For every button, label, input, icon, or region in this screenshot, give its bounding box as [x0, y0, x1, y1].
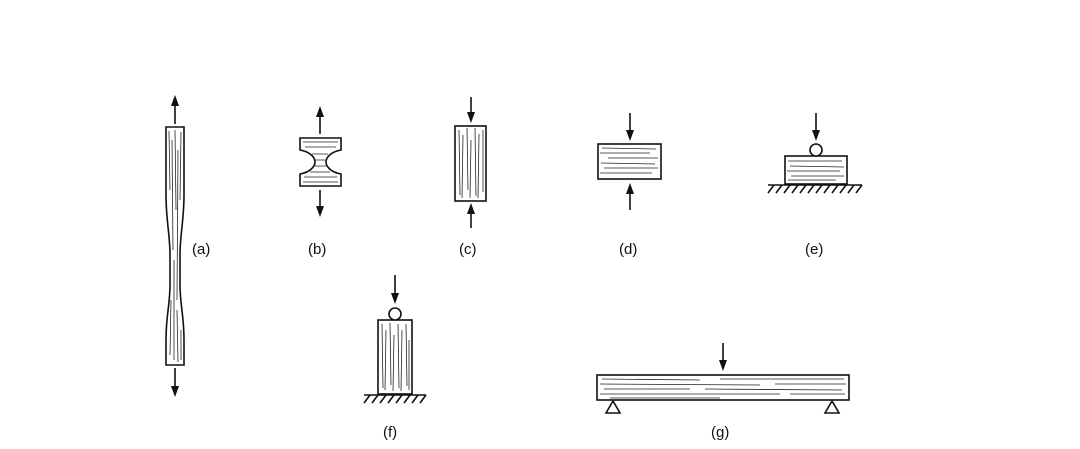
down-arrow-f	[391, 275, 399, 304]
load-roller-e	[809, 143, 823, 157]
grain-lines-e	[787, 160, 845, 181]
down-arrow-e	[812, 113, 820, 141]
down-arrow-a	[171, 368, 179, 397]
load-roller-f	[388, 307, 402, 321]
panel-label-b: (b)	[308, 241, 326, 258]
panel-label-e: (e)	[805, 241, 823, 258]
panel-g: (g)	[596, 343, 850, 441]
panel-e: (e)	[767, 113, 863, 258]
specimen-b	[299, 137, 342, 187]
panel-label-a: (a)	[192, 241, 210, 258]
up-arrow-c	[467, 203, 475, 228]
panel-label-g: (g)	[711, 424, 729, 441]
panel-c: (c)	[454, 97, 487, 258]
panel-label-d: (d)	[619, 241, 637, 258]
panel-b: (b)	[299, 106, 342, 258]
up-arrow-d	[626, 183, 634, 210]
grain-lines-g	[599, 378, 846, 399]
up-arrow-a	[171, 95, 179, 124]
ground-support-e	[767, 184, 863, 194]
grain-lines-c	[458, 127, 484, 199]
right-support-g	[823, 399, 841, 414]
grain-lines-f	[381, 322, 410, 392]
up-arrow-b	[316, 106, 324, 134]
left-support-g	[604, 399, 622, 414]
down-arrow-d	[626, 113, 634, 141]
down-arrow-g	[719, 343, 727, 371]
grain-lines-d	[600, 147, 658, 174]
grain-lines-a	[168, 129, 182, 363]
down-arrow-c	[467, 97, 475, 123]
ground-support-f	[363, 394, 427, 404]
specimen-a	[165, 126, 185, 366]
panel-f: (f)	[363, 275, 427, 441]
panel-label-f: (f)	[383, 424, 397, 441]
panel-label-c: (c)	[459, 241, 477, 258]
panel-d: (d)	[597, 113, 662, 258]
down-arrow-b	[316, 190, 324, 217]
grain-lines-b	[303, 141, 338, 183]
panel-a: (a)	[165, 95, 210, 397]
